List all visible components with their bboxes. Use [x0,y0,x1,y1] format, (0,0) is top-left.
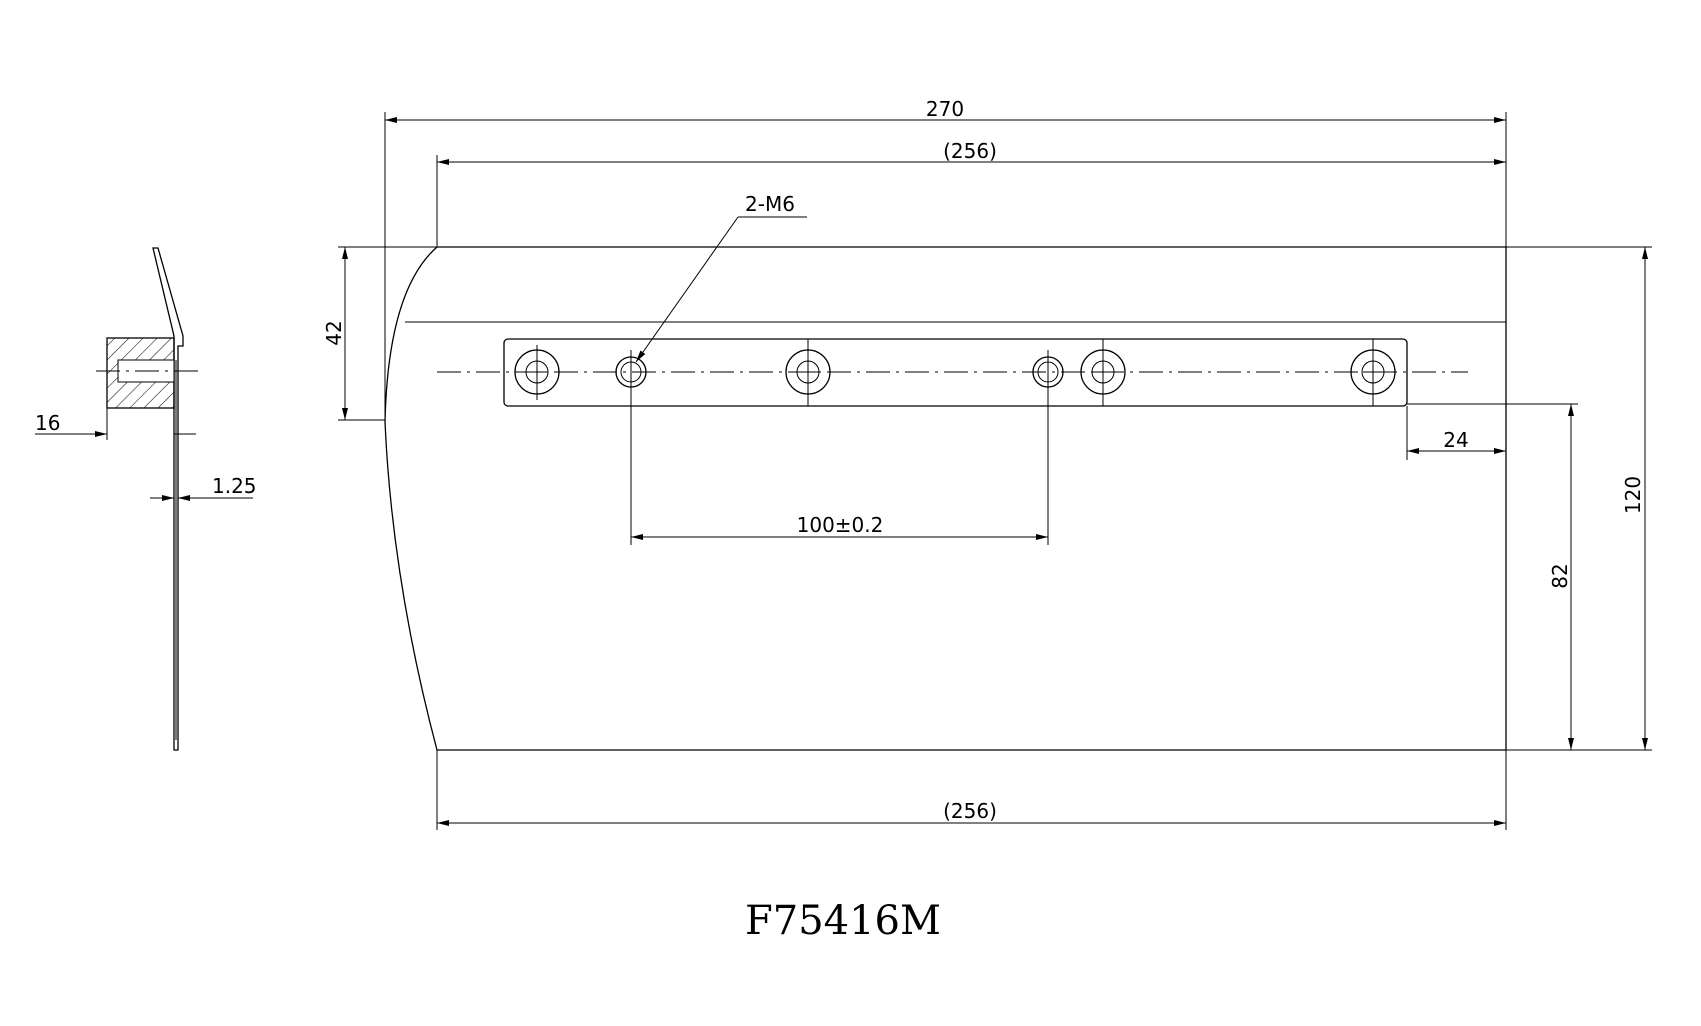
bar-offset-label: 42 [322,320,346,345]
bottom-length-label: (256) [943,799,997,823]
mounting-bar [503,338,1408,407]
mounting-holes [514,339,1396,406]
top-length-label: (256) [943,139,997,163]
part-number: F75416M [745,898,941,944]
overall-length-dimension: 270 [384,97,1507,422]
mounting-hole [785,339,831,406]
mounting-hole [514,345,560,400]
thread-callout-label: 2-M6 [745,192,795,216]
threaded-hole-m6 [1032,350,1064,394]
nut-height-dimension: 16 [35,411,196,437]
edge-offset-label: 24 [1443,428,1468,452]
threaded-hole-m6 [615,350,647,394]
thickness-label: 1.25 [212,474,257,498]
hole-height-label: 82 [1548,563,1572,588]
height-label: 120 [1621,476,1645,514]
side-view: 16 1.25 [35,247,257,751]
bottom-length-dimension: (256) [436,750,1507,830]
blade-profile [152,247,184,751]
bar-offset-dimension: 42 [322,246,437,421]
blade-outline [384,246,1507,751]
top-length-dimension: (256) [436,139,1506,247]
thread-spacing-label: 100±0.2 [797,513,884,537]
mounting-hole [1080,339,1126,406]
mounting-hole [1350,339,1396,406]
nut-height-label: 16 [35,411,60,435]
thickness-dimension: 1.25 [150,474,257,501]
thread-spacing-dimension: 100±0.2 [630,394,1049,545]
front-view: 270 (256) (256) 42 120 [322,97,1652,830]
height-dimension: 120 [1506,246,1652,751]
hole-height-dimension: 82 [1407,403,1578,750]
overall-length-label: 270 [926,97,964,121]
thread-callout-leader: 2-M6 [635,192,807,363]
edge-offset-dimension: 24 [1406,406,1506,460]
